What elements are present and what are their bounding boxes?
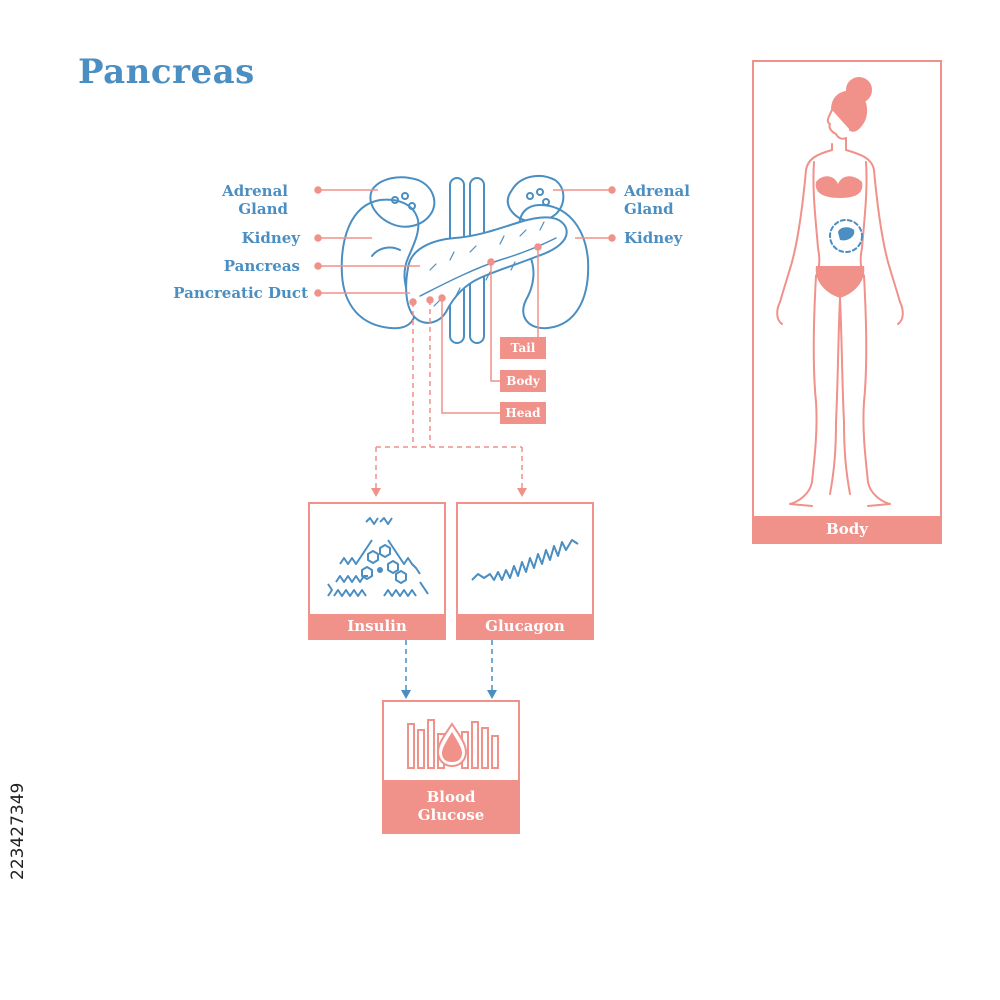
label-right-adrenal-gland: Adrenal Gland (624, 182, 690, 218)
right-adrenal-outline (506, 174, 565, 223)
right-kidney-outline (518, 204, 590, 330)
glucagon-caption: Glucagon (458, 614, 592, 638)
insulin-molecule-icon (327, 517, 429, 597)
label-left-pancreas: Pancreas (223, 257, 300, 275)
label-left-kidney: Kidney (241, 229, 300, 247)
body-figure-panel: Body (752, 60, 942, 544)
blood-glucose-icon (407, 719, 499, 769)
insulin-box: Insulin (308, 502, 446, 640)
female-body-icon (776, 77, 904, 507)
tag-tail: Tail (500, 337, 546, 359)
tag-head: Head (500, 402, 546, 424)
body-caption: Body (754, 516, 940, 542)
glucagon-molecule-icon (471, 539, 579, 581)
blood-glucose-box: Blood Glucose (382, 700, 520, 834)
tag-body: Body (500, 370, 546, 392)
insulin-caption: Insulin (310, 614, 444, 638)
label-left-adrenal-gland: Adrenal Gland (222, 182, 288, 218)
left-adrenal-outline (369, 176, 436, 228)
blood-glucose-caption: Blood Glucose (384, 780, 518, 832)
left-kidney-outline (340, 198, 420, 330)
label-left-pancreatic-duct: Pancreatic Duct (173, 284, 308, 302)
label-right-kidney: Kidney (624, 229, 683, 247)
stock-id-text: 223427349 (8, 782, 28, 880)
page-title: Pancreas (78, 52, 255, 92)
glucagon-box: Glucagon (456, 502, 594, 640)
stock-id-label: 223427349 (8, 760, 32, 880)
